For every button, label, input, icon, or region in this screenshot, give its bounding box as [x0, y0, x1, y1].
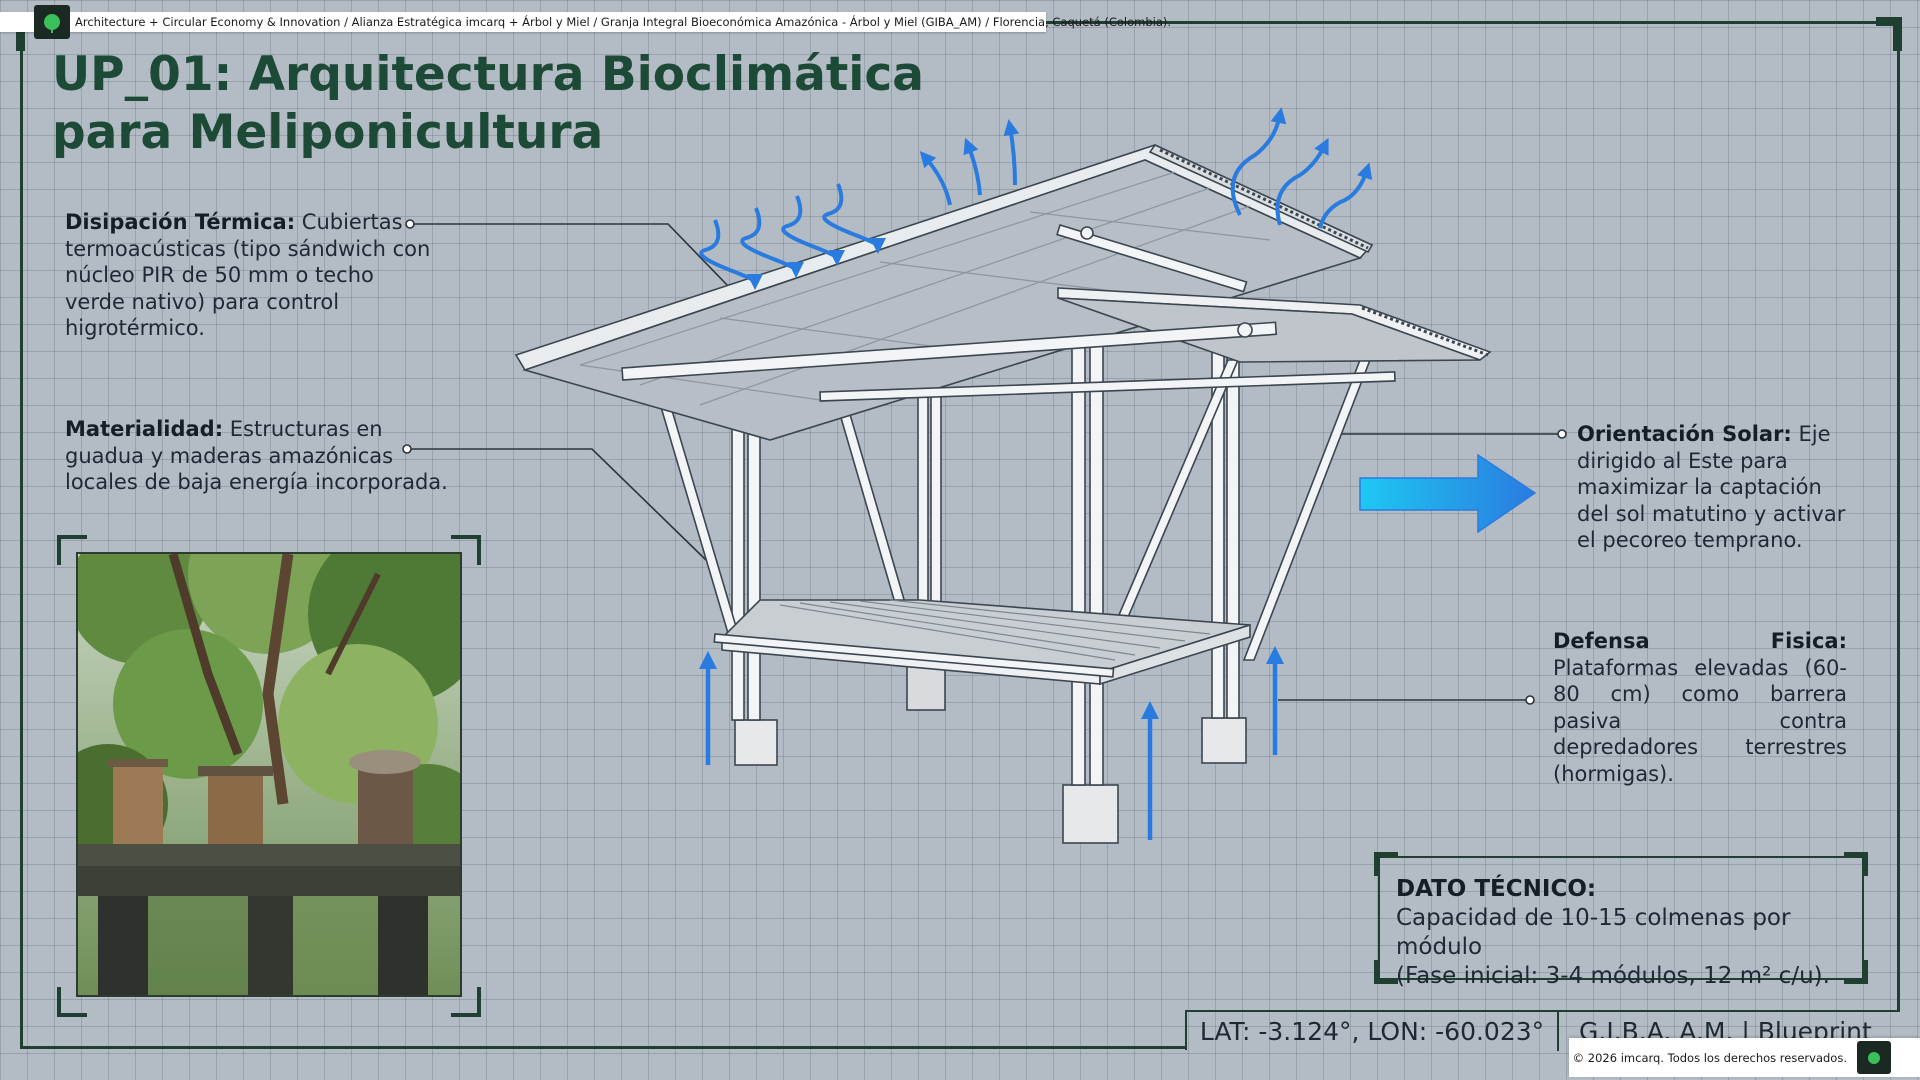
east-orientation-arrow: [1359, 453, 1537, 534]
copyright-text: © 2026 imcarq. Todos los derechos reserv…: [1572, 1050, 1847, 1065]
breadcrumb: Architecture + Circular Economy & Innova…: [75, 15, 1172, 29]
technical-data-box: DATO TÉCNICO: Capacidad de 10-15 colmena…: [1374, 852, 1868, 989]
annotation-solar-text: Eje dirigido al Este para maximizar la c…: [1577, 422, 1846, 552]
annotation-material: Materialidad: Estructuras en guadua y ma…: [65, 416, 453, 496]
footer-logo-icon[interactable]: [1857, 1041, 1891, 1074]
annotation-defense-label: Defensa Fisica:: [1553, 629, 1847, 653]
coordinates-divider: [1557, 1011, 1559, 1051]
annotation-material-text: Estructuras en guadua y maderas amazónic…: [65, 417, 448, 494]
breadcrumb-bar: Architecture + Circular Economy & Innova…: [0, 12, 1171, 32]
page-title-line-2: para Meliponicultura: [52, 105, 604, 160]
annotation-solar: Orientación Solar: Eje dirigido al Este …: [1577, 421, 1859, 554]
copyright-footer: © 2026 imcarq. Todos los derechos reserv…: [1569, 1038, 1920, 1077]
coordinates-bar: LAT: -3.124°, LON: -60.023° G.I.B.A. A.M…: [1185, 1010, 1900, 1051]
frame-left: [20, 21, 23, 1049]
frame-corner-tr-v: [1893, 17, 1902, 51]
annotation-material-label: Materialidad:: [65, 417, 224, 441]
technical-data-line-1: Capacidad de 10-15 colmenas por módulo: [1396, 905, 1791, 960]
page-title-line-1: UP_01: Arquitectura Bioclimática: [52, 47, 924, 102]
apiary-photo-frame: [57, 535, 481, 1017]
annotation-defense-text: Plataformas elevadas (60-80 cm) como bar…: [1553, 655, 1847, 786]
frame-right: [1897, 21, 1900, 1011]
frame-corner-tl: [16, 21, 25, 51]
annotation-thermal: Disipación Térmica: Cubiertas termoacúst…: [65, 209, 433, 342]
technical-data-title: DATO TÉCNICO:: [1396, 876, 1597, 902]
leaf-logo-icon[interactable]: [34, 5, 70, 39]
frame-corner-tr: [1876, 17, 1902, 26]
annotation-thermal-text: Cubiertas termoacústicas (tipo sándwich …: [65, 210, 431, 340]
annotation-defense: Defensa Fisica: Plataformas elevadas (60…: [1553, 628, 1847, 787]
airflow-up-arrows: [699, 646, 1284, 840]
coordinates-text: LAT: -3.124°, LON: -60.023°: [1199, 1016, 1545, 1046]
annotation-thermal-label: Disipación Térmica:: [65, 210, 296, 234]
elevated-platform: [713, 599, 1251, 686]
frame-bottom: [20, 1046, 1185, 1049]
annotation-solar-label: Orientación Solar:: [1577, 422, 1792, 446]
leader-lines: [407, 223, 1562, 701]
page-title: UP_01: Arquitectura Bioclimática para Me…: [52, 46, 924, 162]
heat-dissipation-arrows: [699, 183, 886, 290]
apiary-photo: [76, 552, 462, 997]
thermal-roof: [514, 143, 1492, 441]
technical-data-line-2: (Fase inicial: 3-4 módulos, 12 m² c/u).: [1396, 963, 1830, 989]
